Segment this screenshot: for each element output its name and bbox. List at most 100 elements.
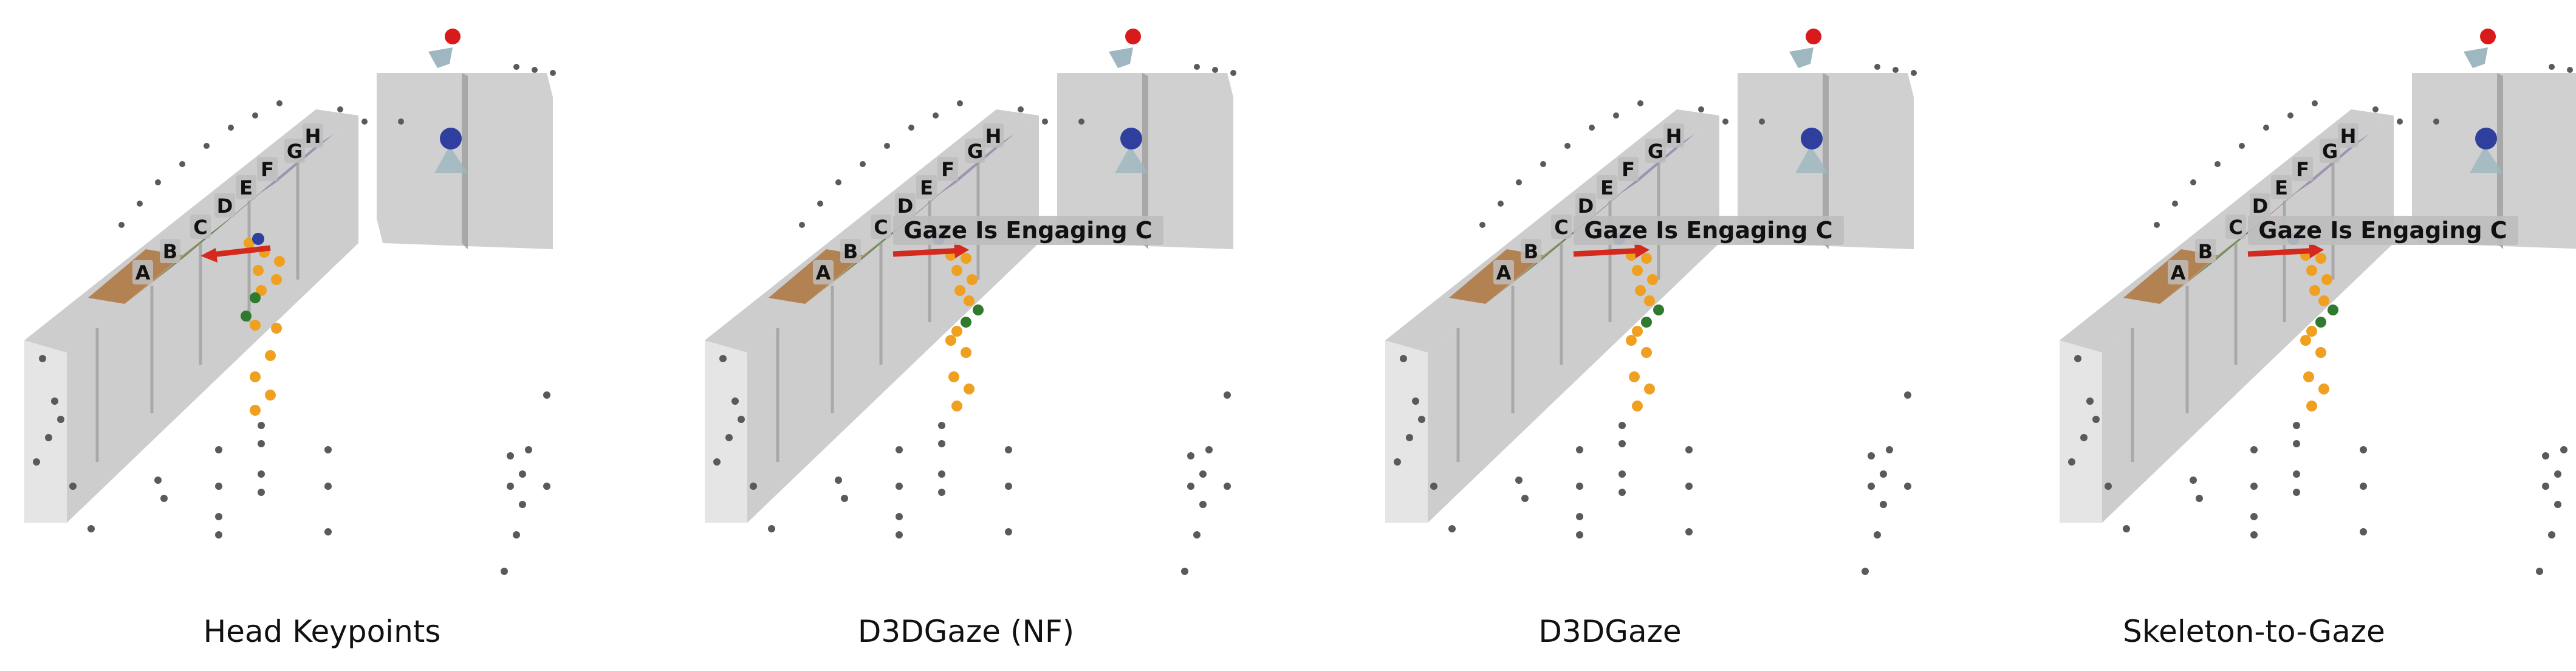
panel-skeleton-to-gaze: [2060, 29, 2576, 575]
gaze-trail-dot: [2315, 317, 2326, 328]
svg-text:F: F: [2296, 158, 2309, 181]
svg-text:F: F: [1622, 158, 1635, 181]
shelf-label-h: H: [1663, 123, 1684, 148]
shelf-label-f: F: [937, 157, 958, 181]
shelf-label-a: A: [1493, 260, 1514, 284]
svg-text:A: A: [135, 261, 151, 284]
svg-text:A: A: [2171, 261, 2186, 284]
gaze-trail-dot: [1626, 335, 1637, 346]
gaze-trail-dot: [1629, 371, 1640, 382]
shelf-label-e: E: [2271, 175, 2292, 199]
shelf-label-h: H: [2338, 123, 2358, 148]
gaze-trail-dot: [265, 390, 276, 401]
shelf-label-e: E: [916, 175, 937, 199]
svg-text:B: B: [2198, 240, 2213, 263]
svg-text:H: H: [1666, 125, 1682, 148]
gaze-trail-dot: [253, 265, 264, 276]
svg-text:Gaze Is Engaging C: Gaze Is Engaging C: [903, 217, 1152, 244]
gaze-trail-dot: [2306, 326, 2317, 337]
gaze-trail-dot: [2318, 384, 2329, 394]
svg-text:C: C: [193, 216, 207, 239]
shelf-label-b: B: [160, 239, 180, 263]
gaze-trail-dot: [1632, 401, 1643, 411]
shelf-label-c: C: [190, 215, 211, 239]
caption-skeleton-to-gaze: Skeleton-to-Gaze: [2123, 614, 2385, 649]
gaze-trail-dot: [271, 274, 282, 285]
gaze-trail-dot: [1641, 347, 1652, 358]
svg-text:Gaze Is Engaging C: Gaze Is Engaging C: [1584, 217, 1832, 244]
gaze-trail-dot: [2315, 347, 2326, 358]
svg-text:E: E: [1600, 176, 1614, 199]
gaze-trail-dot: [1635, 285, 1646, 296]
shelf-label-e: E: [1597, 175, 1617, 199]
gaze-trail-dot: [961, 317, 971, 328]
shelf-label-f: F: [257, 157, 278, 181]
shelf-label-g: G: [965, 139, 985, 163]
gaze-annotation: Gaze Is Engaging C: [1574, 216, 1844, 245]
gaze-trail-dot: [2300, 335, 2311, 346]
gaze-trail-dot: [1644, 295, 1655, 306]
gaze-trail-dot: [2321, 274, 2332, 285]
svg-text:H: H: [305, 125, 321, 148]
shelf-label-d: D: [895, 193, 916, 218]
gaze-arrow: [200, 245, 271, 263]
gaze-trail-dot: [250, 320, 261, 331]
gaze-arrow: [2247, 242, 2324, 258]
svg-text:E: E: [239, 176, 253, 199]
svg-text:H: H: [985, 125, 1002, 148]
gaze-trail-dot: [1632, 326, 1643, 337]
gaze-trail-dot: [244, 238, 255, 249]
svg-text:D: D: [1578, 194, 1594, 218]
shelf-label-a: A: [2168, 260, 2188, 284]
svg-text:A: A: [1496, 261, 1512, 284]
shelf-label-h: H: [303, 123, 323, 148]
shelf-label-e: E: [236, 175, 256, 199]
svg-text:E: E: [2275, 176, 2288, 199]
shelf-label-b: B: [1521, 239, 1541, 263]
svg-text:G: G: [2322, 140, 2338, 163]
svg-text:F: F: [261, 158, 274, 181]
gaze-annotation: Gaze Is Engaging C: [893, 216, 1163, 245]
svg-text:G: G: [1648, 140, 1663, 163]
svg-text:B: B: [843, 240, 858, 263]
gaze-trail-dot: [951, 401, 962, 411]
shelf-label-b: B: [840, 239, 861, 263]
gaze-trail-dot: [2306, 401, 2317, 411]
gaze-trail-dot: [2328, 305, 2338, 315]
gaze-trail-dot: [964, 295, 975, 306]
shelf-label-d: D: [2250, 193, 2270, 218]
gaze-trail-dot: [241, 311, 252, 322]
svg-text:D: D: [217, 194, 233, 218]
gaze-trail-dot: [973, 305, 984, 315]
svg-text:E: E: [920, 176, 933, 199]
svg-text:C: C: [2228, 216, 2242, 239]
gaze-trail-dot: [1641, 317, 1652, 328]
svg-text:B: B: [163, 240, 177, 263]
gaze-trail-dot: [2306, 265, 2317, 276]
gaze-trail-dot: [951, 265, 962, 276]
gaze-trail-dot: [2303, 371, 2314, 382]
gaze-trail-dot: [1647, 274, 1658, 285]
shelf-label-h: H: [983, 123, 1004, 148]
shelf-label-d: D: [1575, 193, 1596, 218]
gaze-trail-dot: [2315, 253, 2326, 264]
svg-text:D: D: [897, 194, 914, 218]
caption-d3dgaze-nf: D3DGaze (NF): [857, 614, 1075, 649]
gaze-trail-dot: [265, 350, 276, 361]
svg-text:F: F: [941, 158, 954, 181]
gaze-trail-dot: [271, 323, 282, 334]
svg-text:H: H: [2340, 125, 2357, 148]
caption-d3dgaze: D3DGaze: [1538, 614, 1682, 649]
gaze-trail-dot: [1632, 265, 1643, 276]
gaze-trail-dot: [256, 285, 267, 296]
svg-text:G: G: [967, 140, 983, 163]
shelf-label-c: C: [2225, 215, 2246, 239]
shelf-label-d: D: [214, 193, 235, 218]
gaze-trail-dot: [951, 326, 962, 337]
gaze-trail-dot: [961, 347, 971, 358]
